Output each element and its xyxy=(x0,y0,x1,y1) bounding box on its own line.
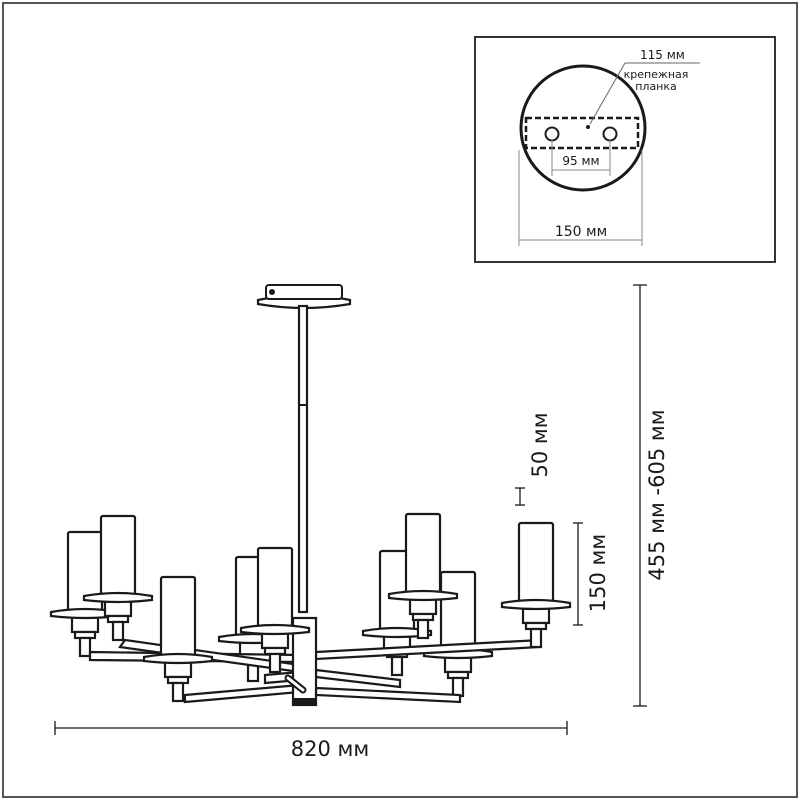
hole-spacing-label: 95 мм xyxy=(562,154,599,168)
canopy-diameter-label: 150 мм xyxy=(555,224,607,240)
mount-plate-label-2: планка xyxy=(635,80,677,93)
width-dimension-label: 820 мм xyxy=(291,737,369,761)
shade-height-label: 150 мм xyxy=(586,534,610,612)
canopy-inset xyxy=(474,36,776,263)
lamp-6 xyxy=(142,575,214,703)
dimension-lines xyxy=(54,284,647,735)
height-dimension-label: 455 мм -605 мм xyxy=(645,409,669,580)
mount-plate-label-1: крепежная xyxy=(624,68,689,81)
shade-gap-label: 50 мм xyxy=(528,412,552,477)
mount-plate-width-label: 115 мм xyxy=(640,48,685,62)
lamp-9 xyxy=(500,521,572,649)
chandelier xyxy=(49,284,572,707)
